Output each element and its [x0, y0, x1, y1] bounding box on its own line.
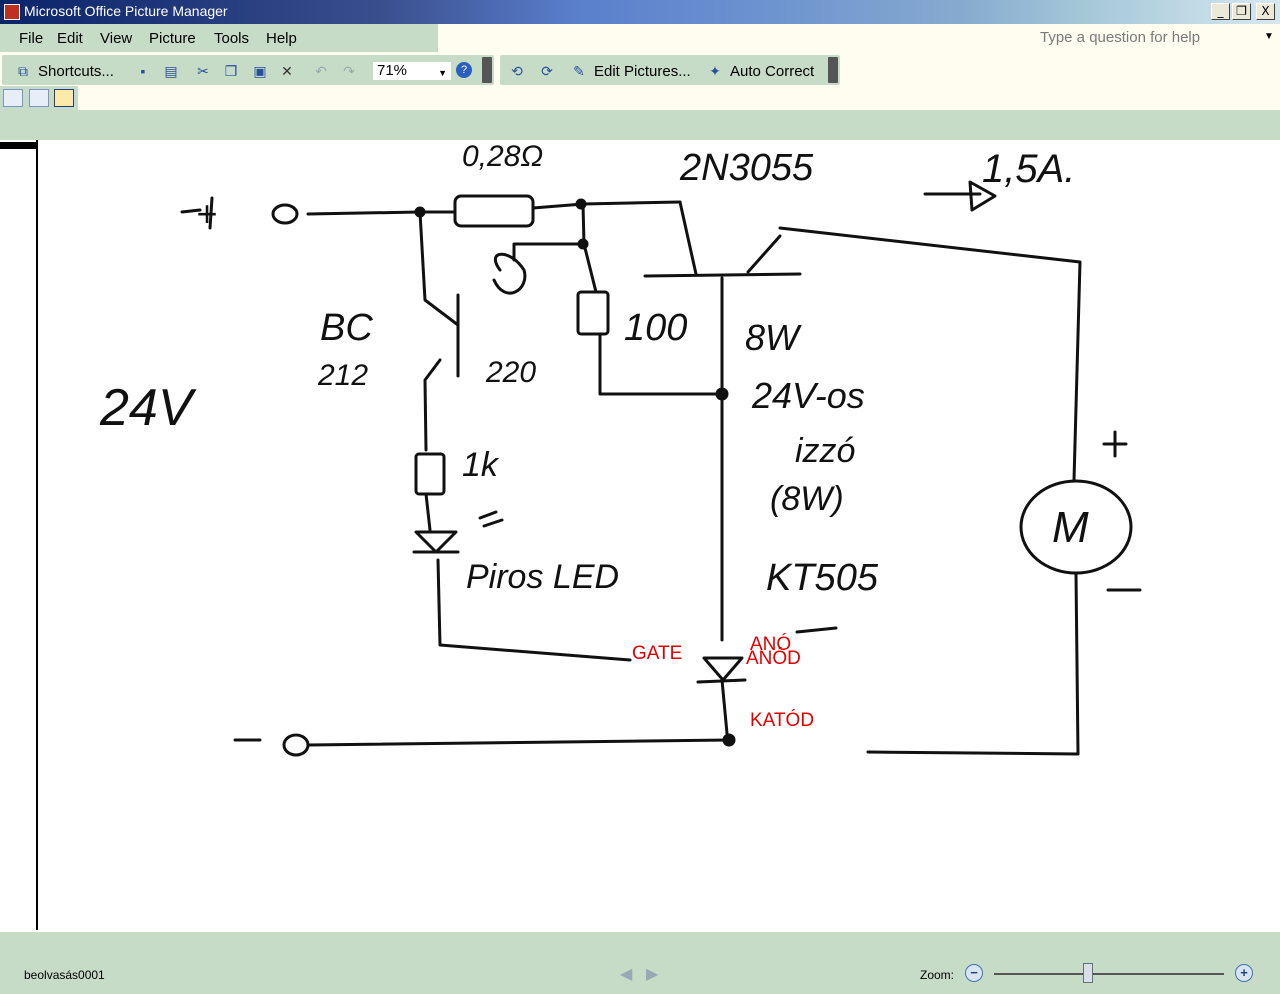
label-212: 212 [317, 359, 368, 392]
rotate-left-icon[interactable]: ⟲ [511, 63, 523, 79]
toolbar-segment-edit: ⟲ ⟳ ✎ Edit Pictures... ✦ Auto Correct [500, 55, 840, 85]
export-icon[interactable]: ▤ [164, 63, 178, 79]
label-motor: M [1052, 503, 1089, 552]
annotation-gate: GATE [632, 643, 682, 664]
label-heater-8w: 8W [745, 317, 802, 358]
status-filename: beolvasás0001 [24, 968, 105, 982]
resistor-100 [576, 290, 610, 336]
copy-icon[interactable]: ❐ [224, 63, 238, 79]
menu-strip: File Edit View Picture Tools Help [0, 24, 438, 52]
help-dropdown-arrow-icon[interactable]: ▼ [1264, 31, 1274, 42]
toolbar2-options-grip-icon[interactable] [828, 57, 838, 83]
shortcuts-icon: ⧉ [18, 63, 28, 79]
label-1k: 1k [462, 446, 500, 484]
positive-terminal [271, 203, 299, 225]
filmstrip-view-icon[interactable] [29, 89, 49, 107]
zoom-in-icon[interactable]: + [1235, 964, 1253, 982]
edit-pictures-icon: ✎ [573, 63, 585, 79]
menu-help[interactable]: Help [266, 30, 297, 47]
previous-picture-icon[interactable]: ◀ [620, 966, 633, 983]
led-light-arrows [478, 510, 504, 528]
label-plus-terminal: + [196, 193, 217, 234]
red-annotations: GATE ANÓ ANÓD KATÓD [632, 633, 814, 731]
close-button[interactable]: X [1256, 3, 1275, 20]
schematic-drawing: 0,28Ω 2N3055 1,5A. 24V BC 212 220 100 1k… [99, 140, 1142, 757]
label-bc: BC [320, 307, 373, 349]
sense-resistor [453, 194, 535, 228]
window-title: Microsoft Office Picture Manager [24, 3, 228, 19]
thyristor [696, 656, 747, 684]
canvas-left-margin [0, 140, 38, 932]
auto-correct-button[interactable]: Auto Correct [730, 63, 815, 80]
status-bar: beolvasás0001 ◀ ▶ Zoom: − + [0, 958, 1280, 994]
label-current: 1,5A. [982, 147, 1075, 191]
label-heater-24v: 24V-os [751, 375, 865, 416]
help-icon[interactable]: ? [456, 62, 472, 78]
save-icon[interactable]: ▪ [140, 63, 146, 79]
edit-pictures-button[interactable]: Edit Pictures... [594, 63, 691, 80]
label-sense-resistor: 0,28Ω [462, 140, 543, 173]
auto-correct-icon: ✦ [709, 63, 721, 79]
picture-canvas: 0,28Ω 2N3055 1,5A. 24V BC 212 220 100 1k… [0, 140, 1280, 932]
resistor-1k [414, 452, 446, 496]
toolbar-segment-main: ⧉ Shortcuts... ▪ ▤ ✂ ❐ ▣ ✕ ↶ ↷ 71% ▼ ? [2, 55, 494, 85]
schematic-components [271, 194, 1133, 757]
menu-view[interactable]: View [100, 30, 133, 47]
rotate-right-icon[interactable]: ⟳ [541, 63, 553, 79]
delete-icon[interactable]: ✕ [281, 63, 293, 79]
annotation-katod: KATÓD [750, 709, 814, 731]
potentiometer-220 [492, 252, 527, 295]
menu-bar: File Edit View Picture Tools Help Type a… [0, 24, 1280, 52]
standard-toolbar: ⧉ Shortcuts... ▪ ▤ ✂ ❐ ▣ ✕ ↶ ↷ 71% ▼ ? ⟲… [0, 52, 1280, 86]
annotation-anod-ghost: ANÓ [750, 633, 791, 655]
label-100: 100 [624, 307, 687, 349]
single-picture-view-icon[interactable] [54, 89, 74, 107]
minimize-button[interactable]: _ [1211, 3, 1230, 20]
zoom-label: Zoom: [920, 968, 955, 982]
label-supply: 24V [99, 379, 197, 437]
cut-icon[interactable]: ✂ [197, 63, 209, 79]
negative-terminal [282, 733, 310, 757]
motor-circle [1019, 479, 1133, 575]
red-led [412, 530, 460, 554]
label-2n3055: 2N3055 [679, 147, 814, 189]
undo-icon[interactable]: ↶ [315, 63, 327, 79]
view-toolbar-segment [0, 86, 78, 110]
zoom-dropdown-icon: ▼ [438, 68, 447, 78]
zoom-out-icon[interactable]: − [965, 964, 983, 982]
restore-button[interactable]: ❐ [1232, 3, 1251, 20]
help-search-input[interactable]: Type a question for help [1040, 29, 1201, 46]
label-red-led: Piros LED [466, 558, 619, 596]
zoom-slider-thumb[interactable] [1083, 963, 1094, 983]
menu-edit[interactable]: Edit [57, 30, 83, 47]
menu-file[interactable]: File [19, 30, 44, 47]
handwritten-labels: 0,28Ω 2N3055 1,5A. 24V BC 212 220 100 1k… [99, 140, 1089, 599]
zoom-slider-track[interactable] [994, 973, 1224, 975]
menu-picture[interactable]: Picture [149, 30, 196, 47]
label-220: 220 [485, 356, 536, 389]
zoom-select[interactable]: 71% ▼ [372, 61, 452, 81]
thumbnail-view-icon[interactable] [3, 89, 23, 107]
shortcuts-button[interactable]: Shortcuts... [38, 63, 114, 80]
label-thyristor: KT505 [766, 557, 879, 599]
next-picture-icon[interactable]: ▶ [646, 966, 659, 983]
toolbar-options-grip-icon[interactable] [482, 57, 492, 83]
view-toolbar [0, 86, 1280, 110]
menu-tools[interactable]: Tools [214, 30, 250, 47]
redo-icon[interactable]: ↷ [343, 63, 355, 79]
annotation-anod: ANÓD [746, 647, 801, 669]
picture-manager-icon [4, 4, 20, 20]
label-heater-izzo: izzó [795, 432, 855, 470]
title-bar: Microsoft Office Picture Manager _ ❐ X [0, 0, 1280, 24]
schematic-wires [180, 180, 1142, 756]
zoom-value: 71% [377, 62, 408, 79]
paste-icon[interactable]: ▣ [253, 63, 267, 79]
label-heater-8w-paren: (8W) [770, 480, 844, 518]
